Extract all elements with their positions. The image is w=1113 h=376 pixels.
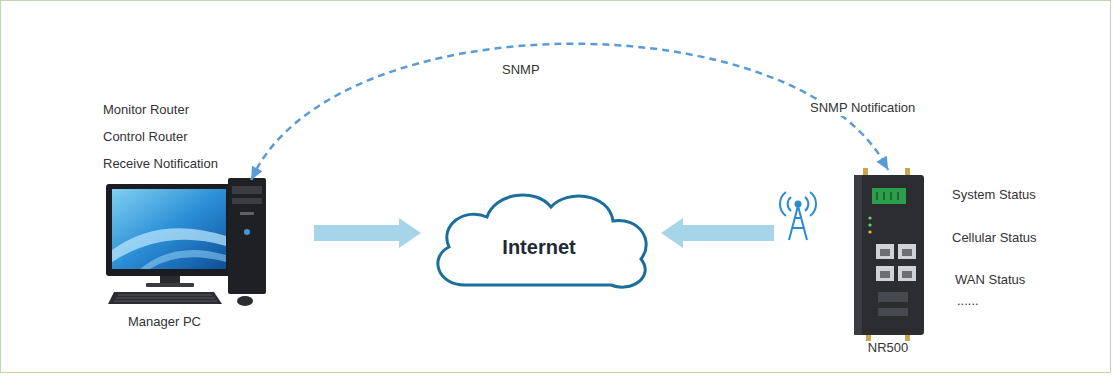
cloud-shape (438, 195, 646, 287)
notification-label: SNMP Notification (808, 100, 917, 116)
pc-illustration (106, 178, 266, 306)
arrow-head (251, 166, 262, 180)
status-label: Cellular Status (952, 230, 1037, 246)
feature-label: Control Router (103, 129, 188, 145)
feature-label: Monitor Router (103, 102, 189, 118)
fat-arrow (661, 218, 774, 248)
cloud-node: Internet (425, 185, 657, 300)
router-node: NR500 (778, 170, 940, 356)
router-illustration (854, 168, 924, 341)
connector (314, 218, 421, 248)
device-label: Manager PC (128, 314, 201, 330)
edge-label: SNMP (500, 62, 542, 78)
dashed-arc (251, 44, 888, 180)
connector (251, 44, 888, 180)
status-label: ...... (957, 293, 979, 309)
cell-tower-icon (780, 192, 816, 240)
arrow-head (876, 156, 888, 170)
device-label: NR500 (868, 340, 908, 356)
pc-node: Manager PC (100, 180, 310, 330)
feature-label: Receive Notification (103, 156, 218, 172)
status-label: WAN Status (955, 272, 1025, 288)
status-label: System Status (952, 187, 1036, 203)
fat-arrow (314, 218, 421, 248)
connector (661, 218, 774, 248)
cloud-label: Internet (502, 239, 575, 255)
